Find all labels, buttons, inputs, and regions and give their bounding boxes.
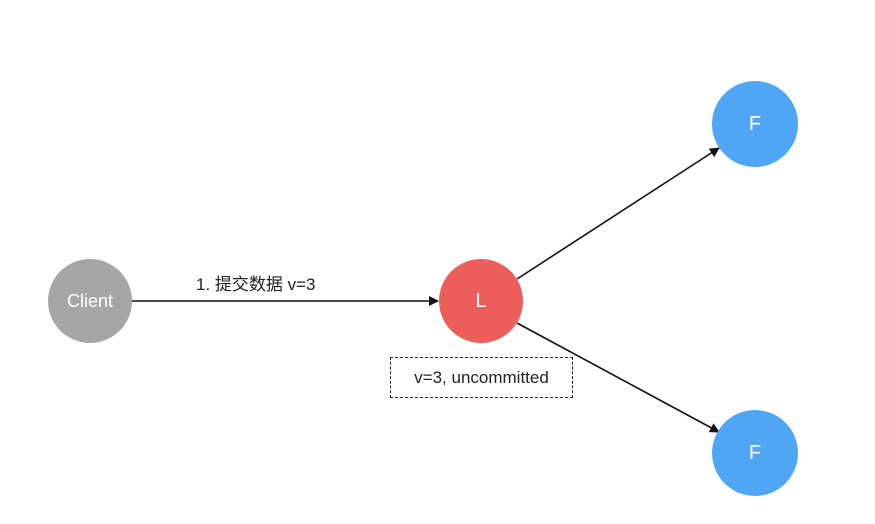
client-node: Client [48,259,132,343]
follower-top-node: F [712,81,798,167]
follower-bottom-label: F [748,441,762,464]
client-node-label: Client [66,290,114,311]
edge-leader-to-follower-bottom [516,322,720,433]
leader-state-text: v=3, uncommitted [414,367,549,387]
edge-leader-to-follower-top [516,147,720,280]
edge-label-submit-data: 1. 提交数据 v=3 [196,275,316,294]
leader-node: L [439,259,523,343]
leader-node-label: L [475,289,487,312]
leader-state-annotation: v=3, uncommitted [390,357,573,398]
follower-bottom-node: F [712,410,798,496]
follower-top-label: F [748,112,762,135]
